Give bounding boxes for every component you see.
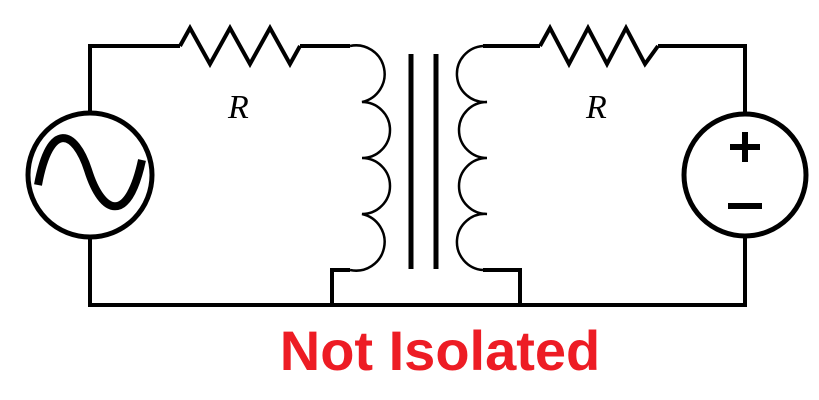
secondary-coil — [455, 44, 488, 272]
dc-source-icon — [681, 111, 809, 239]
left-resistor — [178, 23, 302, 69]
ac-source-icon — [25, 110, 155, 240]
caption: Not Isolated — [279, 319, 601, 382]
right-wire — [332, 44, 747, 307]
primary-coil — [349, 44, 392, 272]
left-wire — [88, 44, 350, 307]
left-resistor-label: R — [227, 89, 249, 126]
right-resistor — [538, 23, 660, 69]
right-resistor-label: R — [585, 89, 607, 126]
